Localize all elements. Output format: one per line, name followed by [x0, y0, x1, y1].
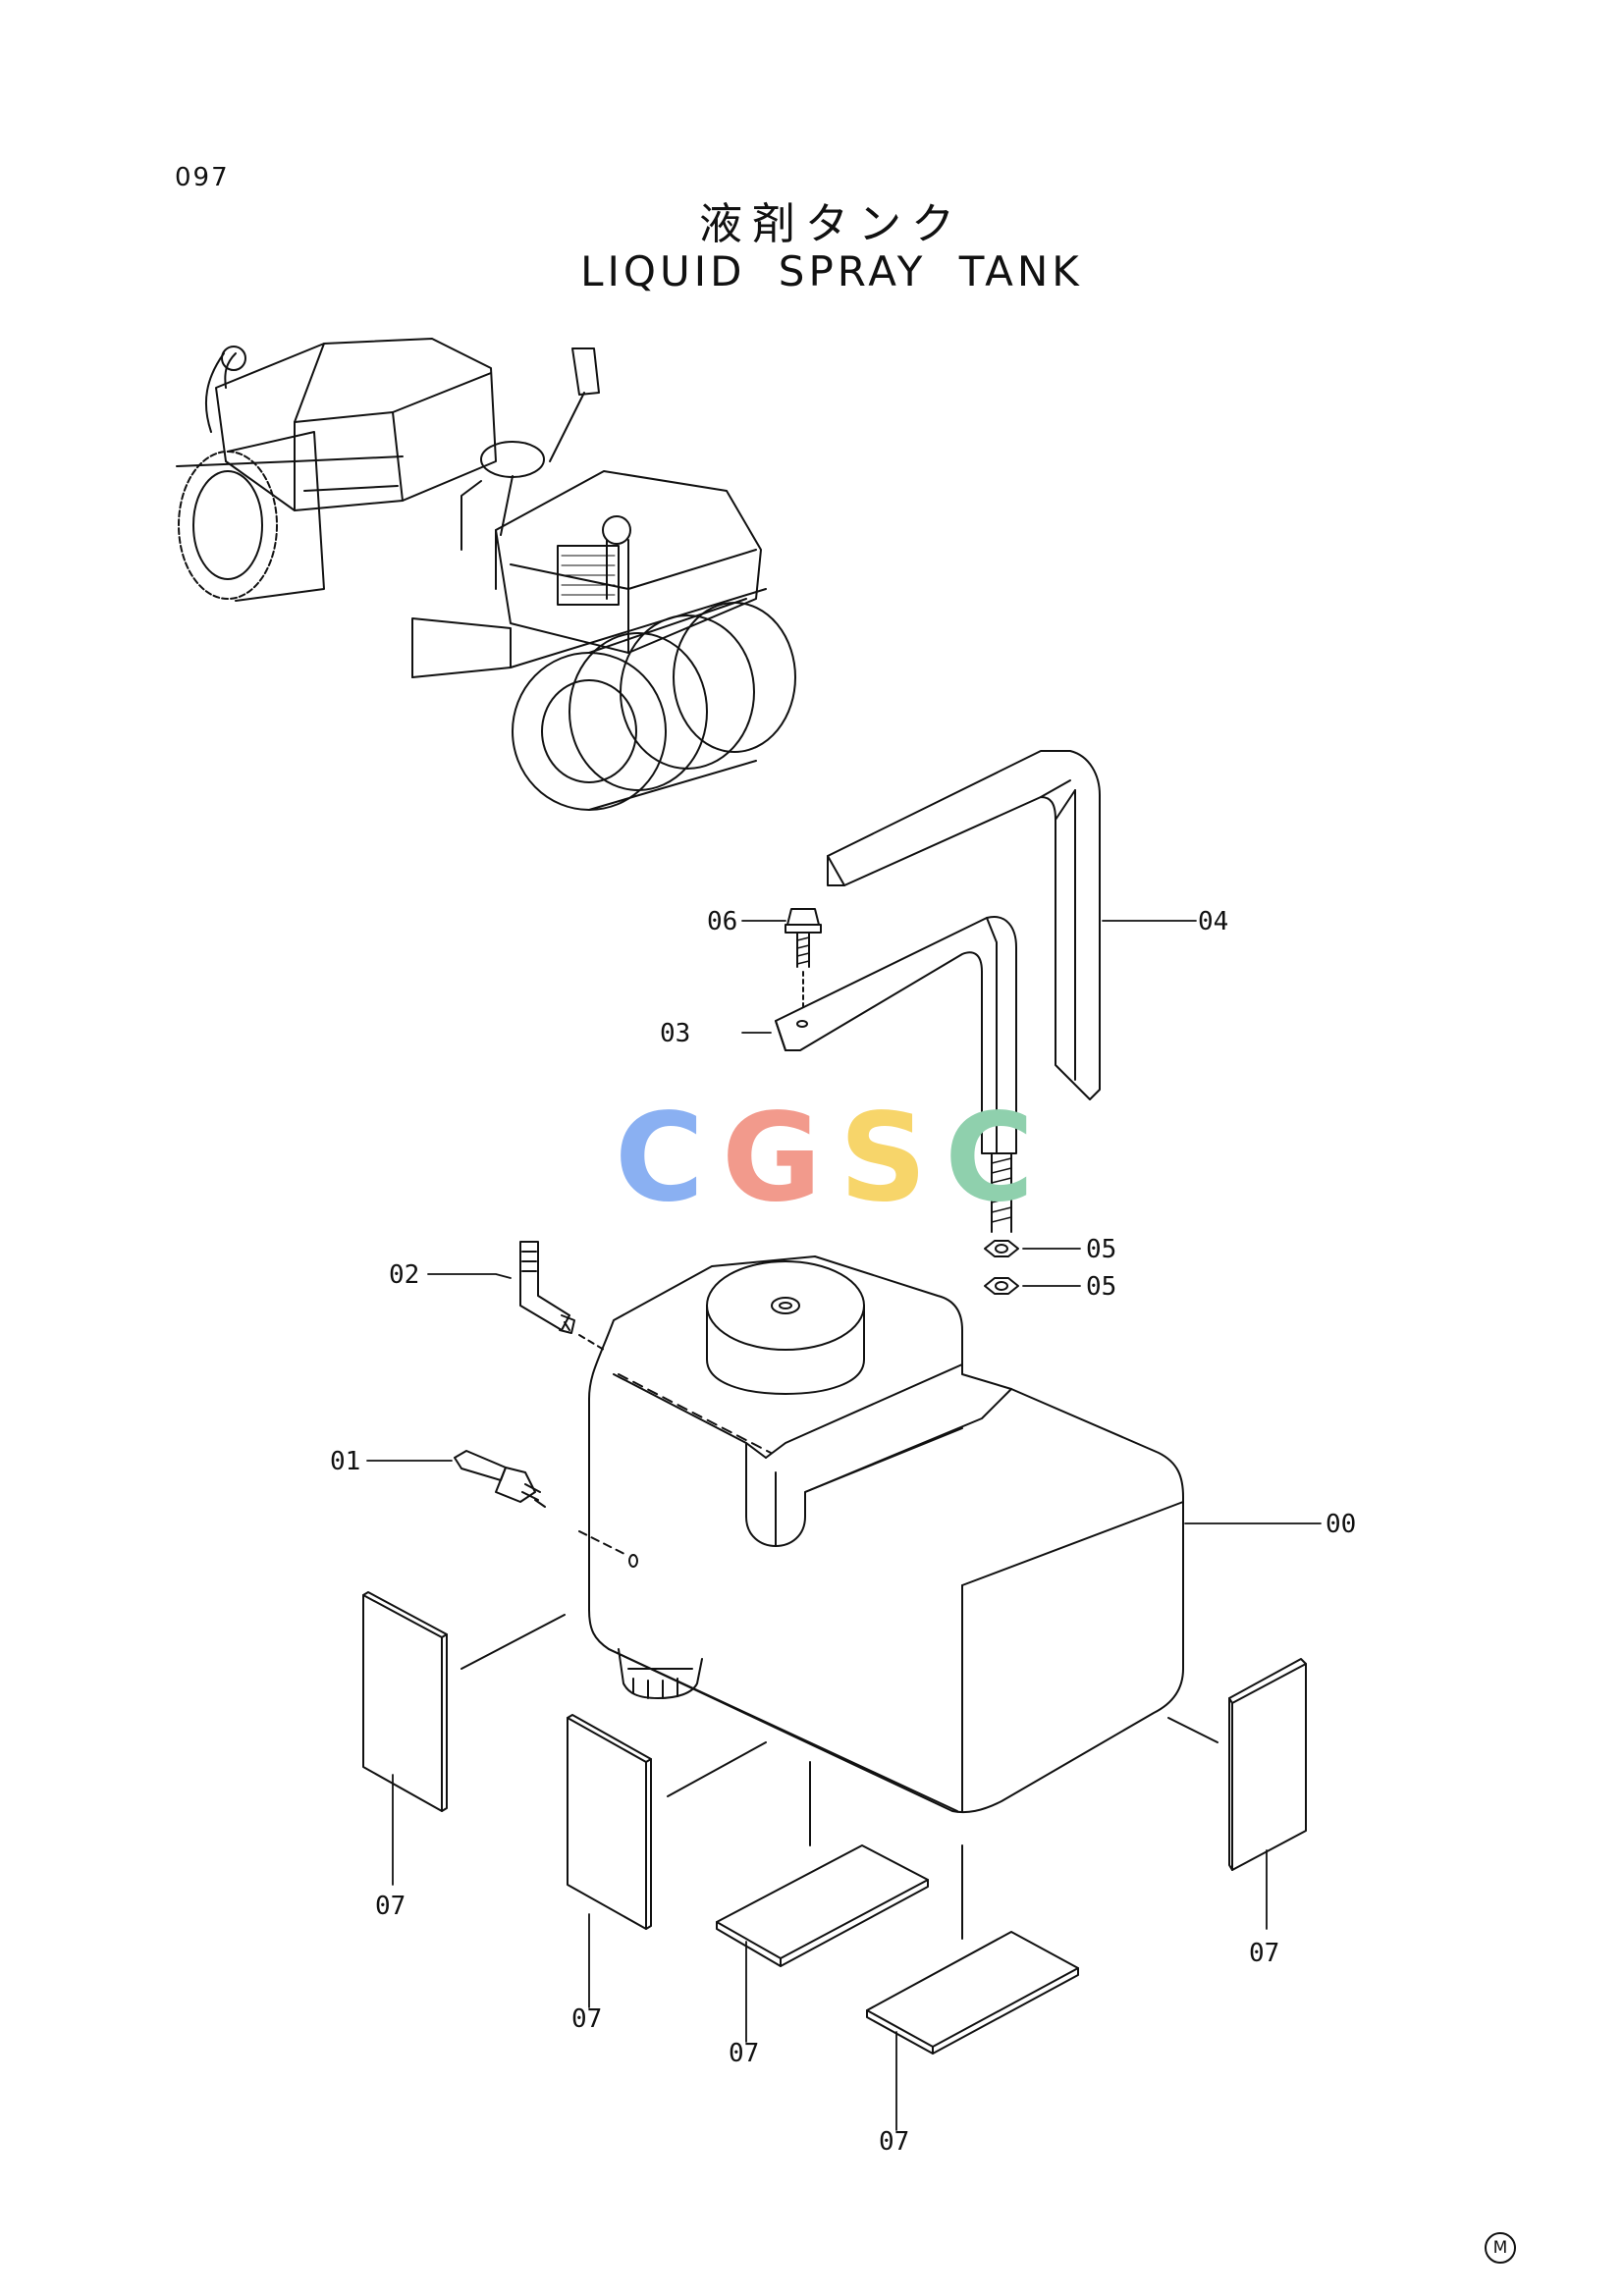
callout-leader-lines — [366, 920, 1322, 2131]
part-05-nuts — [984, 1240, 1019, 1295]
part-01-fitting — [454, 1450, 638, 1568]
diagram-title-japanese: 液剤タンク — [699, 199, 964, 249]
callout-07-a: 07 — [375, 1892, 406, 1921]
callout-07-c: 07 — [729, 2039, 759, 2068]
part-06-bolt — [785, 908, 822, 1012]
callout-06: 06 — [707, 907, 737, 936]
watermark-letter-3: S — [839, 1088, 946, 1229]
callout-04: 04 — [1198, 907, 1228, 936]
part-03-lower-bracket — [775, 916, 1017, 1233]
watermark-letter-2: G — [722, 1088, 839, 1229]
callout-07-d: 07 — [879, 2127, 909, 2157]
callout-00: 00 — [1326, 1510, 1356, 1539]
watermark-letter-1: C — [615, 1088, 723, 1229]
callout-01: 01 — [330, 1447, 360, 1476]
callout-02: 02 — [389, 1260, 419, 1290]
callout-07-e: 07 — [1249, 1939, 1279, 1968]
machine-overview-illustration — [176, 338, 796, 811]
watermark-letter-4: C — [945, 1088, 1053, 1229]
m-circle-mark: M — [1485, 2232, 1516, 2264]
callout-05-lower: 05 — [1086, 1272, 1116, 1302]
part-07-pads — [362, 1591, 1307, 2055]
page-number: 097 — [175, 163, 230, 192]
cgsc-watermark: CGSC — [615, 1097, 1052, 1219]
callout-07-b: 07 — [571, 2004, 602, 2034]
part-02-elbow-fitting — [519, 1241, 605, 1351]
callout-03: 03 — [660, 1019, 690, 1048]
callout-05-upper: 05 — [1086, 1235, 1116, 1264]
part-04-upper-bracket — [827, 750, 1101, 1100]
part-00-liquid-tank — [588, 1255, 1184, 1814]
diagram-title-english: LIQUID SPRAY TANK — [580, 247, 1083, 295]
